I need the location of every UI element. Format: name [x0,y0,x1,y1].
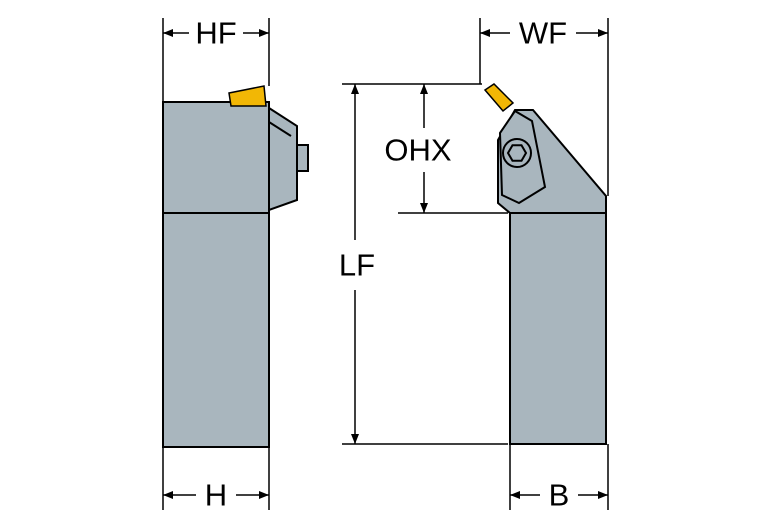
h-label: H [205,478,227,513]
shank-front [509,212,607,445]
insert-front [483,83,515,113]
head-side [162,101,270,214]
shank-side [162,212,270,448]
clamp-block [268,106,298,212]
wf-label: WF [519,16,567,51]
hex-socket-screw-icon [502,138,532,168]
b-label: B [549,478,570,513]
clamp-screw-stub [296,144,309,172]
lf-label: LF [339,248,375,283]
insert-side [228,85,267,107]
hf-label: HF [195,16,236,51]
ohx-label: OHX [384,133,452,168]
side-view [162,85,309,448]
front-view [483,83,607,445]
clamp-detail-line [268,121,292,137]
dimension-labels: HF WF OHX LF H B [195,16,569,513]
dimensions [162,18,609,510]
